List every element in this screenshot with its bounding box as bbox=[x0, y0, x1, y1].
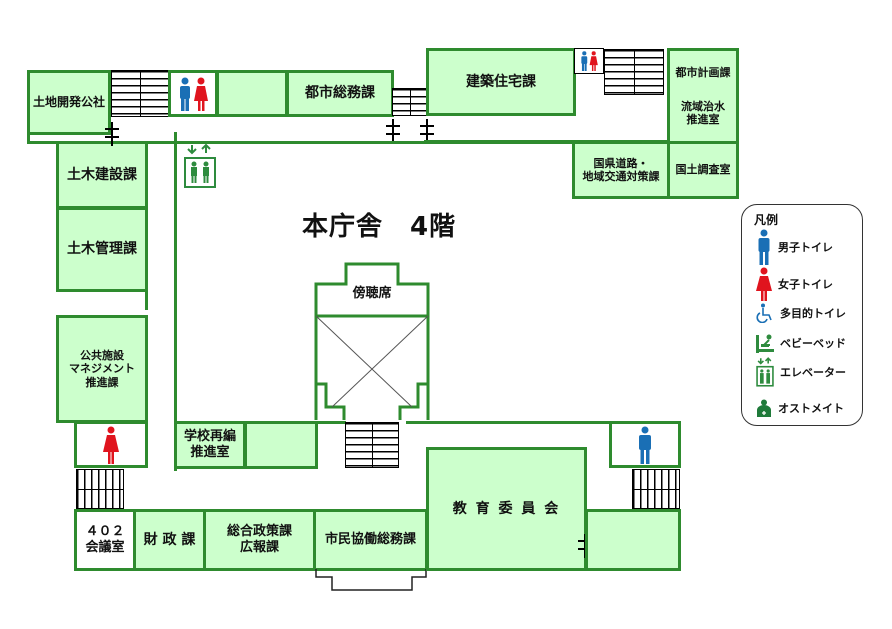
label-toshi-keikaku: 都市計画課 bbox=[675, 65, 731, 79]
gallery-outline bbox=[314, 262, 430, 420]
room-kokyo-shisetsu[interactable]: 公共施設 マネジメント 推進課 bbox=[56, 315, 148, 423]
room-tochi-kaihatsu-kosha[interactable]: 土地開発公社 bbox=[27, 70, 111, 135]
ostomate-icon bbox=[757, 399, 771, 417]
legend-label: エレベーター bbox=[780, 366, 846, 379]
legend-label: 女子トイレ bbox=[778, 278, 833, 291]
room-doboku-kanri[interactable]: 土木管理課 bbox=[56, 207, 148, 292]
restroom-top-right[interactable] bbox=[574, 48, 604, 74]
room-shimin-kyodo-somu[interactable]: 市民協働総務課 bbox=[313, 509, 428, 571]
floor-title: 本庁舎 4階 bbox=[302, 212, 457, 242]
label-ryuiki-chisui: 流域治水 推進室 bbox=[681, 100, 725, 127]
door bbox=[105, 122, 119, 146]
room-zaisei[interactable]: 財 政 課 bbox=[133, 509, 206, 571]
wall bbox=[316, 421, 346, 424]
male-female-toilet-icon bbox=[581, 51, 598, 71]
legend-label: 多目的トイレ bbox=[780, 307, 846, 320]
elevator-icon[interactable] bbox=[183, 143, 217, 189]
corridor-top-right bbox=[424, 114, 670, 143]
hall-top-edge bbox=[174, 141, 574, 151]
room-gakko-saihen[interactable]: 学校再編 推進室 bbox=[174, 421, 246, 469]
female-toilet-icon bbox=[103, 426, 119, 464]
legend-item-ostomate: オストメイト bbox=[756, 399, 844, 417]
door bbox=[386, 119, 400, 143]
label-bochoseki: 傍聴席 bbox=[352, 286, 392, 301]
legend-item-elevator: エレベーター bbox=[756, 357, 846, 387]
female-toilet-icon bbox=[756, 267, 772, 301]
hall-left-edge bbox=[174, 141, 177, 471]
legend-item-female: 女子トイレ bbox=[756, 267, 833, 301]
legend-label: 男子トイレ bbox=[778, 241, 833, 254]
legend-title: 凡例 bbox=[754, 213, 779, 227]
room-kokudo-chosa[interactable]: 国土調査室 bbox=[667, 141, 739, 199]
stairs-bottom-left bbox=[76, 469, 124, 509]
room-kyoiku-iinkai[interactable]: 教 育 委 員 会 bbox=[426, 447, 587, 571]
male-female-toilet-icon bbox=[180, 77, 208, 111]
room-doboku-kensetsu[interactable]: 土木建設課 bbox=[56, 141, 148, 209]
restroom-male-right[interactable] bbox=[609, 421, 681, 468]
legend: 凡例 男子トイレ 女子トイレ 多目的トイレ ベビーベッド エレベーター オストメ… bbox=[741, 204, 863, 426]
room-toshi-keikaku-ryuiki-chisui[interactable]: 都市計画課 流域治水 推進室 bbox=[667, 48, 739, 144]
elevator-icon bbox=[756, 357, 774, 387]
entrance-outline bbox=[315, 569, 427, 591]
stairs-top-middle bbox=[392, 88, 428, 116]
room-sogo-seisaku-koho[interactable]: 総合政策課 広報課 bbox=[203, 509, 316, 571]
room-kokken-doro[interactable]: 国県道路・ 地域交通対策課 bbox=[572, 141, 670, 199]
legend-item-baby-bed: ベビーベッド bbox=[756, 333, 846, 353]
stairs-top-left bbox=[111, 70, 169, 117]
stairs-center bbox=[345, 422, 399, 468]
room-unlabeled-bottom-right[interactable] bbox=[585, 509, 681, 571]
stairs-bottom-right bbox=[632, 469, 680, 509]
restroom-top-left[interactable] bbox=[168, 70, 218, 117]
stairs-top-right bbox=[604, 49, 664, 95]
legend-label: オストメイト bbox=[778, 402, 844, 415]
legend-item-accessible: 多目的トイレ bbox=[756, 303, 846, 323]
legend-label: ベビーベッド bbox=[780, 337, 846, 350]
room-402-kaigishitsu[interactable]: ４０２ 会議室 bbox=[74, 509, 136, 571]
male-toilet-icon bbox=[639, 426, 651, 464]
baby-bed-icon bbox=[756, 334, 774, 353]
wall bbox=[145, 290, 148, 310]
room-kenchiku-jutaku[interactable]: 建築住宅課 bbox=[426, 48, 576, 116]
room-unlabeled-top[interactable] bbox=[216, 70, 288, 117]
male-toilet-icon bbox=[758, 229, 770, 265]
restroom-female-left[interactable] bbox=[74, 421, 148, 468]
room-toshi-somu[interactable]: 都市総務課 bbox=[286, 70, 394, 117]
wall bbox=[406, 421, 681, 424]
door bbox=[420, 119, 434, 143]
room-unlabeled-center[interactable] bbox=[244, 421, 318, 469]
accessible-toilet-icon bbox=[756, 303, 772, 323]
legend-item-male: 男子トイレ bbox=[756, 229, 833, 265]
